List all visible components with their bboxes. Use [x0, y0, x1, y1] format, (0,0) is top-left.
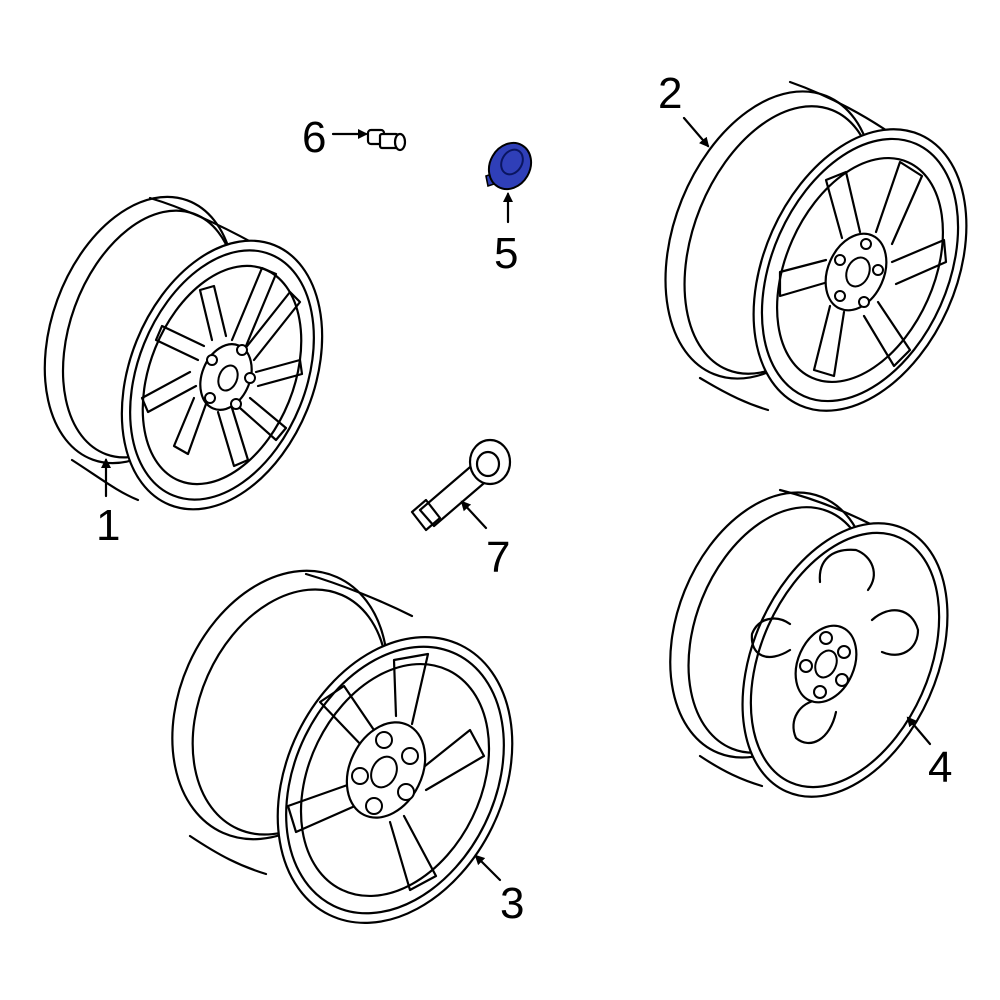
wheel-4[interactable]	[633, 463, 988, 829]
callout-7: 7	[486, 533, 510, 582]
center-cap-5[interactable]	[481, 135, 540, 197]
wheel-3[interactable]	[132, 536, 558, 962]
wheel-2[interactable]	[626, 60, 1000, 444]
callout-4: 4	[928, 743, 952, 792]
wheel-1[interactable]	[10, 170, 360, 539]
leader-arrows	[101, 116, 932, 882]
valve-stem-7[interactable]	[410, 438, 512, 532]
callout-6: 6	[302, 113, 326, 162]
callout-5: 5	[494, 229, 518, 278]
callout-3: 3	[500, 879, 524, 928]
bolt-6[interactable]	[366, 128, 407, 152]
callout-2: 2	[658, 69, 682, 118]
callout-1: 1	[96, 501, 120, 550]
